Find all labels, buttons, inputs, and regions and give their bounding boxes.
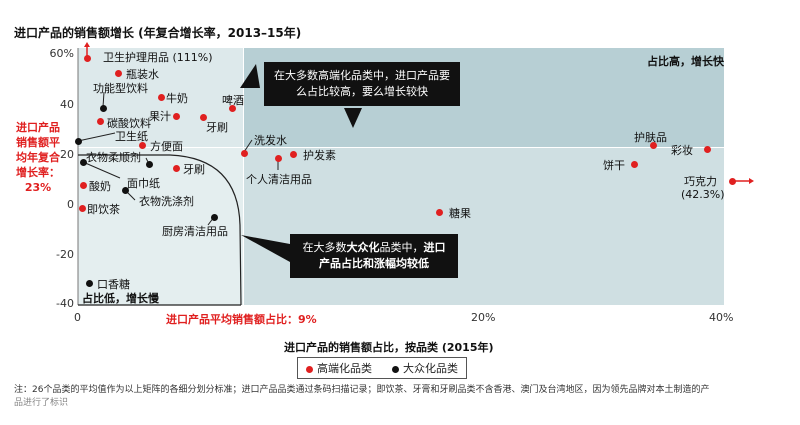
label-milk: 牛奶 [166, 92, 188, 105]
callout-premium-line: 在大多数高端化品类中，进口产品要 [274, 69, 450, 82]
quadrant-label-low: 占比低，增长慢 [82, 292, 159, 305]
label-beer: 啤酒 [222, 94, 244, 107]
y-average-label-line: 23% [24, 181, 52, 194]
label-toothbrush-2: 牙刷 [183, 163, 205, 176]
label-kitchen-cleaner: 厨房清洁用品 [162, 225, 228, 238]
footnote-line: 注：26个品类的平均值作为以上矩阵的各细分划分标准；进口产品品类通过条码扫描记录… [14, 385, 710, 395]
quadrant-label-high: 占比高，增长快 [647, 55, 724, 68]
label-juice: 果汁 [149, 110, 171, 123]
point-skincare[interactable] [649, 141, 657, 149]
y-tick-40: 40 [60, 98, 74, 111]
point-toothbrush-2[interactable] [172, 164, 180, 172]
point-personal-cleansing[interactable] [274, 154, 282, 162]
point-chewing-gum[interactable] [85, 279, 93, 287]
point-biscuit[interactable] [630, 160, 638, 168]
label-personal-cleansing: 个人清洁用品 [246, 173, 312, 186]
point-instant-noodle[interactable] [138, 141, 146, 149]
x-tick-20: 20% [471, 311, 496, 324]
red-dot-icon [306, 365, 313, 373]
black-dot-icon [392, 365, 399, 373]
x-axis-title: 进口产品的销售额占比，按品类 (2015年) [284, 341, 494, 354]
label-chocolate: 巧克力 [684, 175, 717, 188]
point-bottled-water[interactable] [114, 69, 122, 77]
point-detergent[interactable] [121, 186, 129, 194]
point-shampoo[interactable] [240, 149, 248, 157]
label-candy: 糖果 [449, 207, 471, 220]
footnote: 注：26个品类的平均值作为以上矩阵的各细分划分标准；进口产品品类通过条码扫描记录… [14, 384, 794, 410]
callout-premium-line: 么占比较高，要么增长较快 [296, 85, 428, 98]
label-energy-drink: 功能型饮料 [93, 82, 148, 95]
y-average-label-line: 销售额平 [16, 136, 60, 149]
y-tick-60: 60% [49, 47, 74, 60]
label-facial-tissue: 面巾纸 [127, 177, 160, 190]
point-facial-tissue[interactable] [145, 160, 153, 168]
callout-mass: 在大多数大众化品类中，进口 产品占比和涨幅均较低 [290, 234, 458, 278]
label-yogurt: 酸奶 [89, 180, 111, 193]
y-average-label: 进口产品 销售额平 均年复合 增长率： 23% [12, 120, 64, 195]
label-rtd-tea: 即饮茶 [87, 203, 120, 216]
point-energy-drink[interactable] [99, 104, 107, 112]
label-makeup: 彩妆 [671, 144, 693, 157]
point-chocolate[interactable] [728, 177, 736, 185]
footnote-line: 品进行了标识 [14, 398, 69, 408]
x-tick-0: 0 [74, 311, 81, 324]
point-makeup[interactable] [703, 145, 711, 153]
label-hygiene: 卫生护理用品 (111%) [103, 51, 213, 64]
legend-premium-label: 高端化品类 [317, 362, 372, 375]
legend: 高端化品类 大众化品类 [297, 357, 467, 379]
point-kitchen-cleaner[interactable] [210, 213, 218, 221]
label-biscuit: 饼干 [603, 159, 625, 172]
y-average-label-line: 增长率： [16, 166, 60, 179]
y-average-label-line: 均年复合 [16, 151, 60, 164]
y-tick-neg40: -40 [56, 297, 74, 310]
callout-mass-text: 品类中， [379, 241, 424, 254]
callout-mass-bold: 进口 [423, 241, 446, 254]
point-candy[interactable] [435, 208, 443, 216]
y-tick-neg20: -20 [56, 248, 74, 261]
label-bottled-water: 瓶装水 [126, 68, 159, 81]
callout-mass-line: 产品占比和涨幅均较低 [319, 257, 429, 270]
label-skincare: 护肤品 [634, 131, 667, 144]
chart-title: 进口产品的销售额增长 (年复合增长率，2013–15年) [14, 26, 302, 40]
label-shampoo: 洗发水 [254, 134, 287, 147]
label-detergent: 衣物洗涤剂 [139, 195, 194, 208]
y-average-label-line: 进口产品 [16, 121, 60, 134]
legend-mass-label: 大众化品类 [403, 362, 458, 375]
y-tick-20: 20 [60, 148, 74, 161]
legend-item-premium: 高端化品类 [306, 360, 372, 376]
point-toilet-paper[interactable] [74, 137, 82, 145]
quadrant-bottom-left [78, 148, 243, 305]
label-fabric-softener: 衣物柔顺剂 [86, 151, 141, 164]
label-instant-noodle: 方便面 [150, 140, 183, 153]
divider-horizontal [78, 147, 724, 148]
point-milk[interactable] [157, 93, 165, 101]
callout-premium: 在大多数高端化品类中，进口产品要 么占比较高，要么增长较快 [264, 62, 460, 106]
point-rtd-tea[interactable] [78, 204, 86, 212]
divider-vertical [243, 48, 244, 305]
legend-item-mass: 大众化品类 [392, 360, 458, 376]
point-conditioner[interactable] [289, 150, 297, 158]
callout-mass-text: 在大多数 [302, 241, 347, 254]
point-beer[interactable] [228, 104, 236, 112]
label-chewing-gum: 口香糖 [97, 278, 130, 291]
label-toilet-paper: 卫生纸 [115, 130, 148, 143]
label-soda: 碳酸饮料 [107, 117, 151, 130]
callout-mass-bold: 大众化 [346, 241, 380, 254]
point-yogurt[interactable] [79, 181, 87, 189]
label-toothbrush-1: 牙刷 [206, 121, 228, 134]
point-juice[interactable] [172, 112, 180, 120]
x-tick-40: 40% [709, 311, 734, 324]
point-toothbrush-1[interactable] [199, 113, 207, 121]
point-soda[interactable] [96, 117, 104, 125]
x-average-label: 进口产品平均销售额占比：9% [166, 313, 317, 326]
point-fabric-softener[interactable] [79, 158, 87, 166]
label-conditioner: 护发素 [303, 149, 336, 162]
y-tick-0: 0 [67, 198, 74, 211]
label-chocolate-pct: (42.3%) [681, 188, 725, 201]
point-hygiene[interactable] [83, 54, 91, 62]
